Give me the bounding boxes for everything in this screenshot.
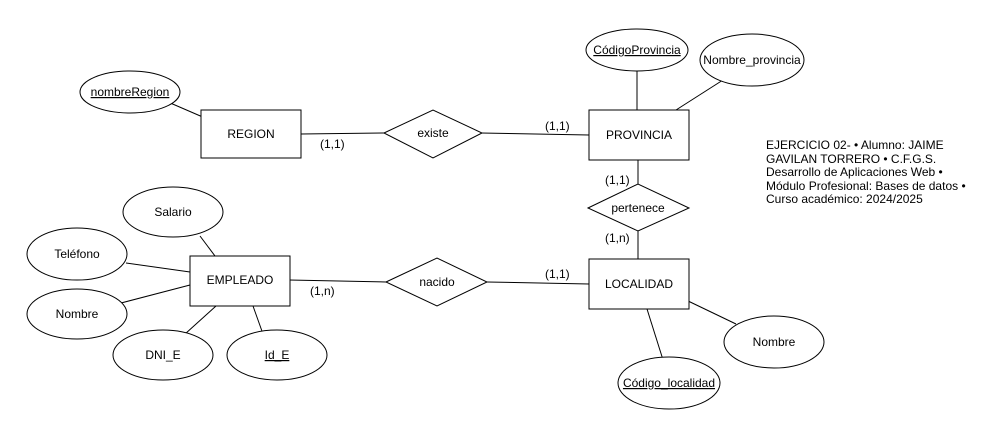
entity-provincia-label: PROVINCIA xyxy=(606,128,672,142)
relationship-pertenece: pertenece xyxy=(586,183,691,232)
entity-empleado-label: EMPLEADO xyxy=(207,273,274,287)
cardinality-provincia-pertenece: (1,1) xyxy=(605,173,630,187)
edge-nombreregion-region xyxy=(167,101,206,119)
cardinality-region-existe: (1,1) xyxy=(320,137,345,151)
edge-empleado-nacido xyxy=(288,279,387,283)
edge-localidad-codigolocalidad xyxy=(646,308,665,364)
entity-region-label: REGION xyxy=(227,127,274,141)
relationship-existe: existe xyxy=(382,109,484,159)
entity-provincia: PROVINCIA xyxy=(588,109,690,161)
cardinality-empleado-nacido: (1,n) xyxy=(310,284,335,298)
cardinality-pertenece-localidad: (1,n) xyxy=(605,231,630,245)
cardinality-existe-provincia: (1,1) xyxy=(545,119,570,133)
attribute-telefono: Teléfono xyxy=(26,227,128,281)
attribute-codigoprovincia: CódigoProvincia xyxy=(585,28,689,72)
edge-nacido-localidad xyxy=(486,281,590,285)
edge-localidad-nombre xyxy=(685,299,737,325)
cardinality-nacido-localidad: (1,1) xyxy=(545,267,570,281)
edge-telefono-empleado xyxy=(125,262,191,273)
attribute-salario: Salario xyxy=(122,186,224,238)
relationship-existe-label: existe xyxy=(417,126,449,140)
edge-region-existe xyxy=(300,132,385,135)
attribute-nombreprovincia: Nombre_provincia xyxy=(699,33,805,87)
connectors xyxy=(120,70,737,364)
attribute-nombre-localidad: Nombre xyxy=(723,315,825,369)
edge-salario-empleado xyxy=(199,235,216,257)
relationship-nacido: nacido xyxy=(384,257,489,307)
attribute-dnie-label: DNI_E xyxy=(145,348,180,362)
entity-localidad: LOCALIDAD xyxy=(588,258,690,310)
entity-region: REGION xyxy=(200,109,302,159)
attribute-ide: Id_E xyxy=(226,329,328,381)
attribute-codigolocalidad: Código_localidad xyxy=(617,356,721,410)
relationship-nacido-label: nacido xyxy=(419,275,455,289)
attribute-salario-label: Salario xyxy=(154,205,192,219)
attribute-dnie: DNI_E xyxy=(112,329,214,381)
edge-ide-empleado xyxy=(252,305,264,335)
relationship-pertenece-label: pertenece xyxy=(611,201,665,215)
cardinality-labels: (1,1) (1,1) (1,1) (1,n) (1,n) (1,1) xyxy=(310,119,630,298)
attribute-nombre-empleado: Nombre xyxy=(26,288,128,340)
attribute-nombre-empleado-label: Nombre xyxy=(56,307,99,321)
entity-empleado: EMPLEADO xyxy=(189,255,291,307)
attribute-codigoprovincia-label: CódigoProvincia xyxy=(593,43,681,57)
exercise-note: EJERCICIO 02- • Alumno: JAIME GAVILAN TO… xyxy=(766,138,966,206)
attribute-ide-label: Id_E xyxy=(265,348,290,362)
attribute-codigolocalidad-label: Código_localidad xyxy=(623,376,715,390)
attribute-nombre-localidad-label: Nombre xyxy=(753,335,796,349)
edge-nombre-empleado xyxy=(120,284,191,304)
edge-existe-provincia xyxy=(480,132,590,136)
edge-dnie-empleado xyxy=(184,305,217,335)
attribute-nombreregion: nombreRegion xyxy=(79,70,181,114)
attribute-nombreprovincia-label: Nombre_provincia xyxy=(703,53,801,67)
attribute-nombreregion-label: nombreRegion xyxy=(91,85,170,99)
attribute-telefono-label: Teléfono xyxy=(54,247,100,261)
entity-localidad-label: LOCALIDAD xyxy=(605,277,673,291)
edge-nombreprovincia-provincia xyxy=(675,79,724,111)
